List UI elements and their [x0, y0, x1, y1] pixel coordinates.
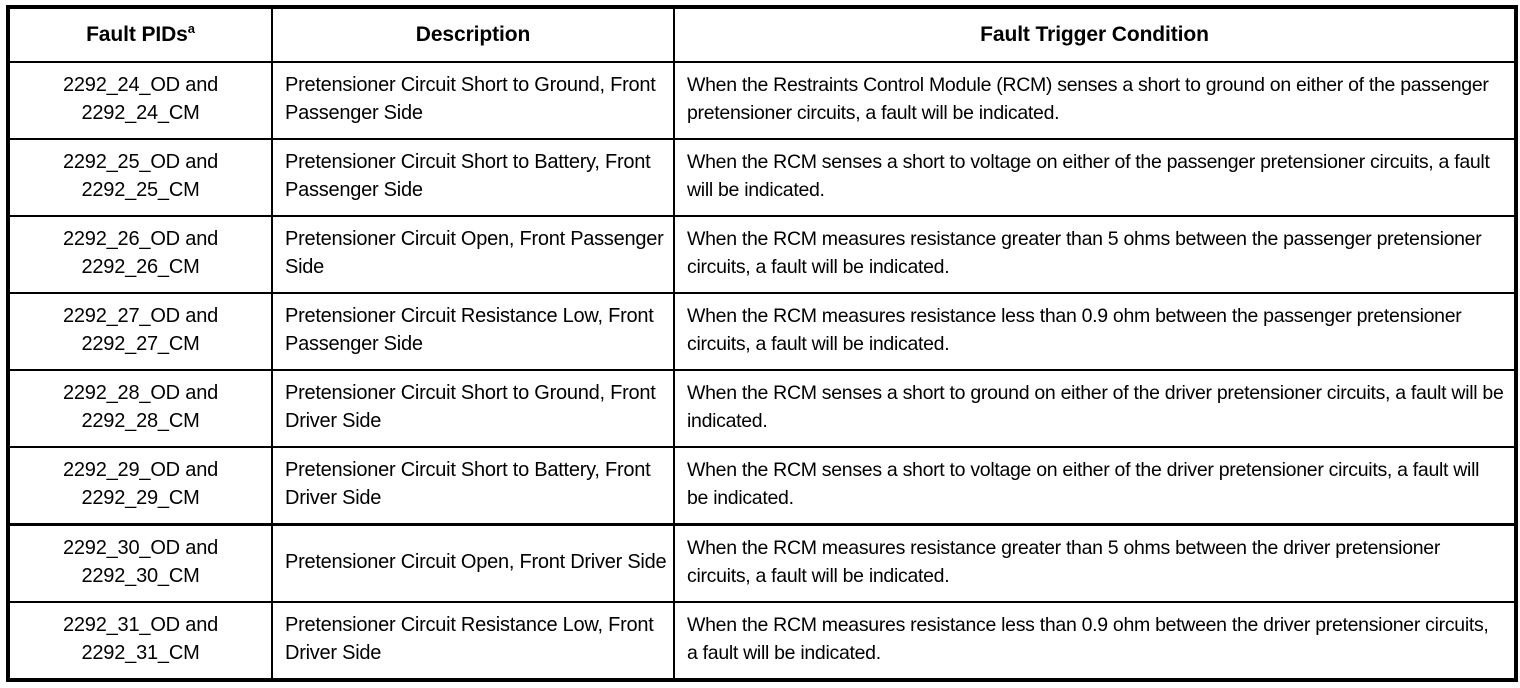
table-row: 2292_30_OD and 2292_30_CM Pretensioner C… — [8, 522, 1516, 602]
column-header-fault-pids: Fault PIDsa — [8, 7, 273, 63]
cell-fault-trigger-condition: When the RCM measures resistance greater… — [674, 522, 1516, 602]
cell-fault-pids: 2292_25_OD and 2292_25_CM — [8, 137, 273, 216]
fault-pid-table: Fault PIDsa Description Fault Trigger Co… — [6, 5, 1518, 682]
cell-description: Pretensioner Circuit Open, Front Passeng… — [272, 214, 675, 293]
column-header-fault-trigger-condition: Fault Trigger Condition — [674, 7, 1516, 63]
cell-description: Pretensioner Circuit Resistance Low, Fro… — [272, 600, 675, 680]
table-header-row: Fault PIDsa Description Fault Trigger Co… — [8, 7, 1516, 63]
cell-description: Pretensioner Circuit Short to Battery, F… — [272, 137, 675, 216]
table-header: Fault PIDsa Description Fault Trigger Co… — [8, 7, 1516, 63]
cell-fault-pids: 2292_24_OD and 2292_24_CM — [8, 61, 273, 139]
table-row: 2292_27_OD and 2292_27_CM Pretensioner C… — [8, 291, 1516, 370]
table-body: 2292_24_OD and 2292_24_CM Pretensioner C… — [8, 61, 1516, 680]
table-row: 2292_31_OD and 2292_31_CM Pretensioner C… — [8, 600, 1516, 680]
table-row: 2292_29_OD and 2292_29_CM Pretensioner C… — [8, 445, 1516, 525]
cell-fault-pids: 2292_31_OD and 2292_31_CM — [8, 600, 273, 680]
column-header-fault-pids-label: Fault PIDs — [86, 23, 188, 46]
cell-description: Pretensioner Circuit Open, Front Driver … — [272, 522, 675, 602]
cell-fault-trigger-condition: When the RCM senses a short to ground on… — [674, 368, 1516, 447]
table-row: 2292_25_OD and 2292_25_CM Pretensioner C… — [8, 137, 1516, 216]
cell-fault-trigger-condition: When the RCM measures resistance less th… — [674, 291, 1516, 370]
table-row: 2292_24_OD and 2292_24_CM Pretensioner C… — [8, 61, 1516, 139]
cell-fault-trigger-condition: When the RCM senses a short to voltage o… — [674, 137, 1516, 216]
cell-description: Pretensioner Circuit Resistance Low, Fro… — [272, 291, 675, 370]
cell-fault-pids: 2292_30_OD and 2292_30_CM — [8, 522, 273, 602]
cell-description: Pretensioner Circuit Short to Ground, Fr… — [272, 61, 675, 139]
cell-fault-trigger-condition: When the RCM measures resistance greater… — [674, 214, 1516, 293]
table-row: 2292_26_OD and 2292_26_CM Pretensioner C… — [8, 214, 1516, 293]
cell-fault-pids: 2292_26_OD and 2292_26_CM — [8, 214, 273, 293]
cell-fault-pids: 2292_28_OD and 2292_28_CM — [8, 368, 273, 447]
column-header-fault-pids-superscript: a — [187, 21, 195, 36]
cell-fault-pids: 2292_29_OD and 2292_29_CM — [8, 445, 273, 525]
cell-fault-pids: 2292_27_OD and 2292_27_CM — [8, 291, 273, 370]
cell-description: Pretensioner Circuit Short to Ground, Fr… — [272, 368, 675, 447]
cell-fault-trigger-condition: When the RCM measures resistance less th… — [674, 600, 1516, 680]
cell-description: Pretensioner Circuit Short to Battery, F… — [272, 445, 675, 525]
cell-fault-trigger-condition: When the Restraints Control Module (RCM)… — [674, 61, 1516, 139]
column-header-description: Description — [272, 7, 675, 63]
cell-fault-trigger-condition: When the RCM senses a short to voltage o… — [674, 445, 1516, 525]
table-row: 2292_28_OD and 2292_28_CM Pretensioner C… — [8, 368, 1516, 447]
